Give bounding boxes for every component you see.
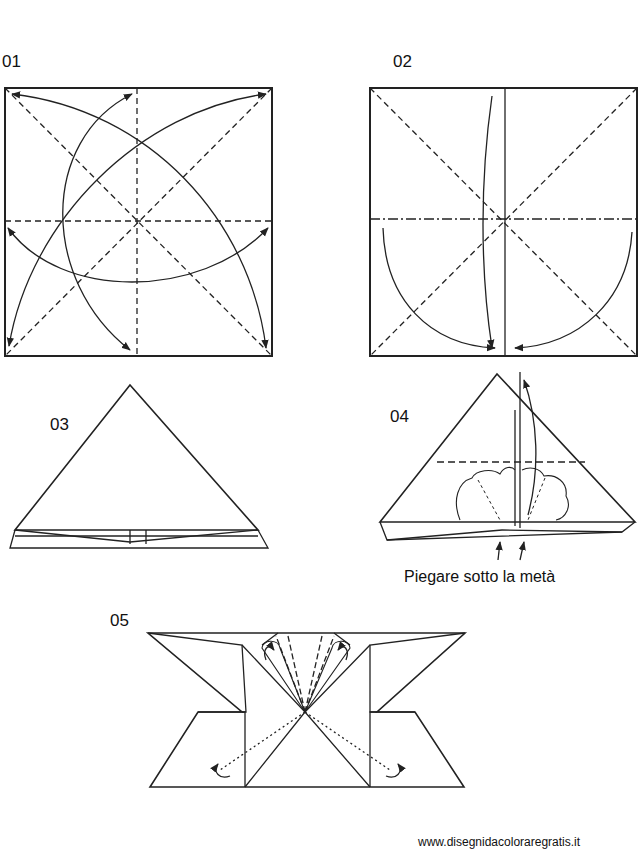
fold-lines bbox=[276, 636, 334, 712]
fold-lines bbox=[220, 712, 390, 770]
fold-lines bbox=[370, 88, 637, 356]
triangle-base bbox=[10, 385, 268, 548]
crease-line bbox=[504, 88, 505, 356]
fold-arrows bbox=[383, 96, 632, 348]
step-number: 04 bbox=[390, 408, 409, 427]
butterfly-base bbox=[148, 633, 465, 787]
fold-arrows bbox=[216, 647, 400, 777]
step-number: 01 bbox=[2, 53, 21, 72]
step-number: 02 bbox=[393, 53, 412, 72]
mountain-fold bbox=[370, 218, 637, 219]
valley-fold bbox=[437, 461, 585, 462]
paper-square bbox=[5, 88, 272, 356]
paper-square bbox=[370, 88, 637, 356]
fold-arrows bbox=[8, 94, 268, 350]
step-number: 05 bbox=[110, 612, 129, 631]
step-number: 03 bbox=[50, 416, 69, 435]
triangle-base bbox=[380, 372, 635, 540]
fold-arrow bbox=[524, 380, 536, 515]
instruction-text: Piegare sotto la metà bbox=[404, 568, 555, 586]
watermark: www.disegnidacoloraregratis.it bbox=[418, 836, 580, 849]
push-arrows bbox=[498, 542, 524, 560]
fold-lines bbox=[5, 88, 272, 356]
